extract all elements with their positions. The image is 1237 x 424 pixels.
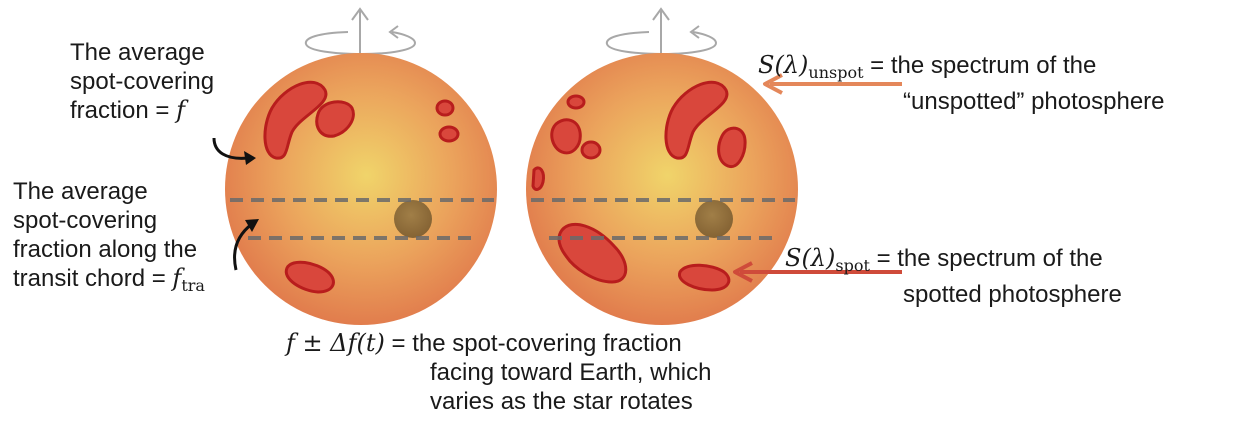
label-line: spotted photosphere — [903, 281, 1122, 308]
starspot — [263, 80, 328, 160]
starspot — [580, 140, 602, 160]
label-text: = the spectrum of the — [869, 245, 1103, 272]
math-symbol: S(λ)spot — [785, 244, 870, 275]
starspot — [438, 125, 460, 143]
math-subscript: spot — [835, 256, 870, 275]
rotation-arrow-icon — [689, 25, 700, 39]
label-text: transit chord = — [13, 265, 173, 292]
unspotted-arrow — [763, 73, 783, 95]
star-left — [225, 7, 497, 325]
math-symbol: f ± Δf(t) — [286, 329, 385, 357]
avg-fraction-label: The average spot-covering fraction = f — [70, 38, 214, 125]
label-line: fraction along the — [13, 236, 198, 263]
label-line: spot-covering — [70, 68, 215, 95]
facing-fraction-label: f ± Δf(t) = the spot-covering fraction f… — [286, 329, 711, 416]
math-symbol: f — [176, 96, 185, 124]
rotation-axis-icon — [652, 7, 670, 21]
transit-fraction-label: The average spot-covering fraction along… — [13, 177, 205, 300]
starspot — [566, 94, 586, 110]
label-line: varies as the star rotates — [430, 388, 693, 415]
label-line: spot-covering — [13, 207, 158, 234]
label-text: fraction = — [70, 97, 177, 124]
curved-arrow-icon — [212, 137, 249, 160]
starspot — [435, 99, 455, 117]
math-subscript: tra — [181, 276, 205, 295]
transiting-planet — [394, 200, 432, 238]
starspot — [678, 263, 731, 292]
spotted-arrow — [733, 261, 753, 283]
label-line: “unspotted” photosphere — [903, 88, 1165, 115]
label-line: f ± Δf(t) = the spot-covering fraction — [286, 329, 711, 358]
math-symbol: ftra — [172, 264, 205, 295]
label-line: facing toward Earth, which — [430, 359, 712, 386]
unspotted-label: S(λ)unspot = the spectrum of the “unspot… — [758, 51, 1165, 116]
transiting-planet — [695, 200, 733, 238]
star-right — [526, 7, 798, 325]
rotation-arrow-icon — [388, 25, 399, 39]
label-line: The average — [70, 39, 205, 66]
label-line: transit chord = ftra — [13, 264, 205, 300]
label-line: fraction = f — [70, 96, 214, 125]
curved-arrow-icon — [233, 222, 253, 271]
curved-arrow-icon — [244, 151, 256, 165]
starspot — [284, 260, 335, 294]
starspot — [315, 100, 355, 138]
spotted-label: S(λ)spot = the spectrum of the spotted p… — [785, 244, 1122, 309]
math-symbol: S(λ)unspot — [758, 51, 864, 82]
label-line: S(λ)unspot = the spectrum of the — [758, 51, 1165, 87]
rotation-axis-icon — [351, 7, 369, 21]
starspot — [664, 80, 729, 160]
math-base: f — [172, 264, 182, 292]
starspot — [717, 126, 747, 169]
label-text: = the spectrum of the — [863, 52, 1097, 79]
starspot — [531, 166, 545, 191]
label-text: = the spot-covering fraction — [384, 330, 682, 357]
starspot — [550, 118, 582, 155]
label-line: The average — [13, 178, 148, 205]
math-base: S(λ) — [758, 51, 809, 79]
label-line: S(λ)spot = the spectrum of the — [785, 244, 1122, 280]
star-disk — [225, 53, 497, 325]
math-subscript: unspot — [808, 63, 864, 82]
math-base: S(λ) — [785, 244, 836, 272]
curved-arrow-icon — [245, 219, 259, 232]
